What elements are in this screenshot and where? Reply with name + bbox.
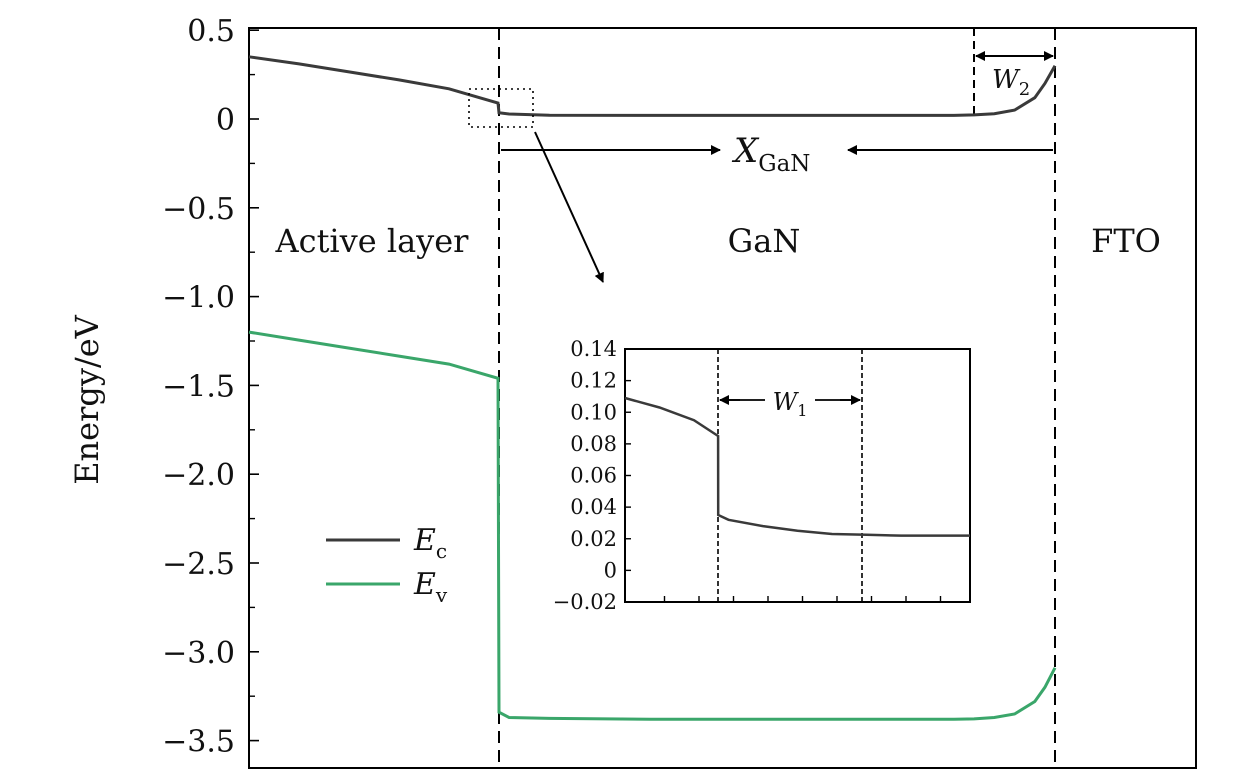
inset-y-tick-label: 0.04: [570, 495, 617, 519]
y-tick-label: −2.0: [162, 458, 235, 493]
inset-y-tick-label: 0.10: [570, 400, 617, 424]
y-tick-label: 0: [216, 103, 235, 138]
inset-y-tick-label: 0.08: [570, 432, 617, 456]
region-label-gan: GaN: [728, 222, 801, 260]
legend-label: Ec: [413, 523, 447, 563]
inset-y-tick-label: 0.12: [570, 369, 617, 393]
x-gan-label: XGaN: [731, 131, 810, 177]
y-tick-label: −3.5: [162, 725, 235, 760]
y-tick-label: −1.0: [162, 281, 235, 316]
series-line-ec: [248, 55, 1057, 117]
y-tick-label: −2.5: [162, 547, 235, 582]
y-tick-label: −3.0: [162, 636, 235, 671]
inset-y-tick-label: 0: [604, 558, 617, 582]
zoom-arrow: [534, 131, 604, 283]
legend-label: Ev: [413, 567, 448, 607]
y-tick-label: 0.5: [187, 14, 235, 49]
region-label-fto: FTO: [1091, 222, 1161, 260]
inset-series-line-ec: [624, 396, 970, 537]
y-axis-label: Energy/eV: [68, 314, 106, 484]
inset-y-tick-label: −0.02: [553, 590, 617, 614]
zoom-box: [468, 88, 534, 128]
y-tick-label: −1.5: [162, 369, 235, 404]
inset-frame: [624, 348, 971, 603]
w1-label: W1: [773, 388, 808, 420]
inset-y-tick-label: 0.06: [570, 464, 617, 488]
series-line-ev: [248, 330, 1057, 721]
y-tick-label: −0.5: [162, 192, 235, 227]
plot-frame: [248, 27, 1197, 769]
inset-y-tick-label: 0.14: [570, 337, 617, 361]
region-label-active-layer: Active layer: [275, 222, 470, 260]
w2-label: W2: [992, 65, 1030, 100]
inset-y-tick-label: 0.02: [570, 527, 617, 551]
